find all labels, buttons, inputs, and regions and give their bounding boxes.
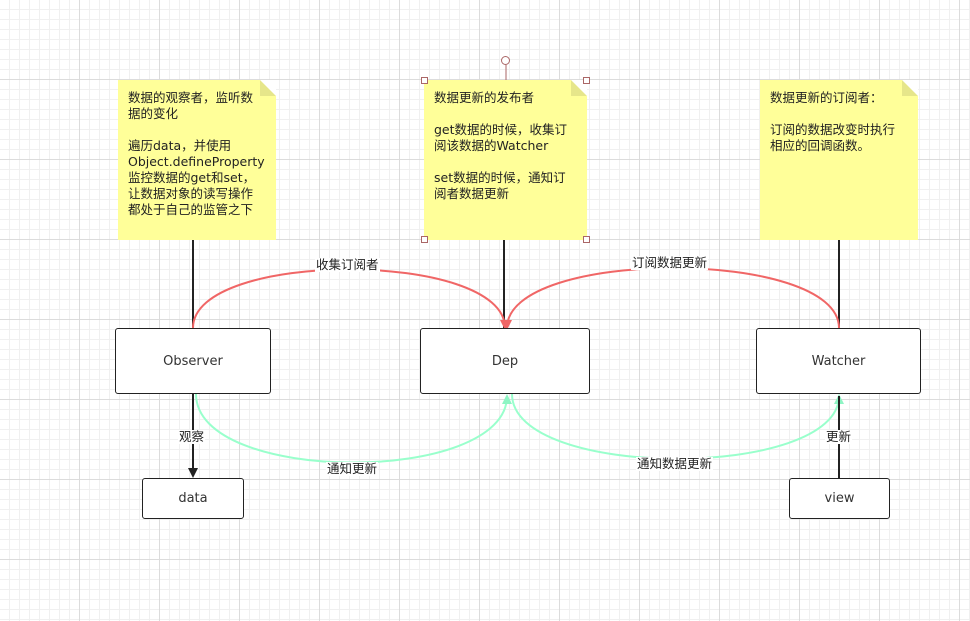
view-node[interactable]: view bbox=[789, 478, 890, 519]
observer-note[interactable]: 数据的观察者，监听数 据的变化 遍历data，并使用 Object.define… bbox=[118, 80, 276, 240]
subscribe-update-edge bbox=[502, 267, 840, 330]
observer-note-text: 数据的观察者，监听数 据的变化 遍历data，并使用 Object.define… bbox=[128, 90, 265, 217]
collect-subscriber-edge bbox=[192, 268, 510, 330]
notify-data-update-label: 通知数据更新 bbox=[636, 456, 714, 471]
note-fold-icon bbox=[902, 80, 918, 96]
collect-subscriber-label: 收集订阅者 bbox=[315, 257, 380, 272]
data-node-label: data bbox=[178, 491, 208, 506]
observer-node-label: Observer bbox=[163, 353, 223, 369]
note-fold-icon bbox=[571, 80, 587, 96]
resize-handle-top-right[interactable] bbox=[583, 77, 590, 84]
subscribe-update-label: 订阅数据更新 bbox=[631, 255, 709, 270]
data-node[interactable]: data bbox=[142, 478, 244, 519]
note-fold-icon bbox=[260, 80, 276, 96]
resize-handle-bottom-left[interactable] bbox=[421, 236, 428, 243]
rotate-handle[interactable] bbox=[501, 56, 510, 65]
resize-handle-top-left[interactable] bbox=[421, 77, 428, 84]
update-label: 更新 bbox=[825, 429, 853, 444]
dep-note[interactable]: 数据更新的发布者 get数据的时候，收集订 阅该数据的Watcher set数据… bbox=[424, 80, 587, 240]
view-node-label: view bbox=[824, 491, 855, 506]
notify-data-update-edge bbox=[511, 393, 844, 460]
resize-handle-bottom-right[interactable] bbox=[583, 236, 590, 243]
notify-update-label: 通知更新 bbox=[326, 461, 379, 476]
dep-node[interactable]: Dep bbox=[420, 328, 590, 394]
observe-label: 观察 bbox=[178, 429, 206, 444]
watcher-node[interactable]: Watcher bbox=[756, 328, 921, 394]
watcher-note[interactable]: 数据更新的订阅者： 订阅的数据改变时执行 相应的回调函数。 bbox=[760, 80, 918, 240]
observer-node[interactable]: Observer bbox=[115, 328, 271, 394]
notify-update-edge bbox=[195, 393, 512, 464]
watcher-node-label: Watcher bbox=[811, 353, 866, 369]
watcher-note-text: 数据更新的订阅者： 订阅的数据改变时执行 相应的回调函数。 bbox=[770, 90, 896, 153]
dep-note-text: 数据更新的发布者 get数据的时候，收集订 阅该数据的Watcher set数据… bbox=[434, 90, 568, 201]
dep-node-label: Dep bbox=[491, 353, 519, 369]
